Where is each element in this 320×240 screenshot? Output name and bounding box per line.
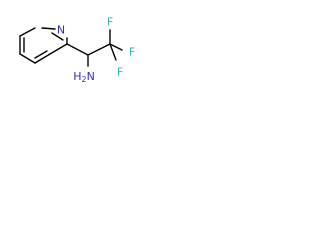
ch-to-cf3-bond xyxy=(87,43,111,56)
ring-bond xyxy=(19,53,36,64)
fluorine-right-label: F xyxy=(129,46,135,59)
amine-label-subscript: 2 xyxy=(81,75,86,84)
amine-label-n: N xyxy=(87,70,95,83)
ring-bond xyxy=(19,27,36,37)
ring-bond xyxy=(41,27,56,30)
molecule-structure: N F F F H2N xyxy=(19,16,135,84)
amine-label-h: H xyxy=(73,70,81,83)
pyridine-ring xyxy=(19,27,68,64)
ring-bond-double-inner xyxy=(34,50,48,59)
amine-label: H2N xyxy=(73,70,95,84)
nitrogen-ring-label: N xyxy=(57,24,65,37)
cf3-to-f-right-bond xyxy=(109,43,123,51)
fluorine-mid-label: F xyxy=(117,66,123,79)
cf3-to-f-mid-bond xyxy=(109,43,117,61)
ring-bond-double-inner xyxy=(51,32,64,41)
ring-bond xyxy=(49,43,68,55)
fluorine-top-label: F xyxy=(107,16,113,29)
side-chain xyxy=(66,29,123,67)
ring-bond xyxy=(34,53,51,64)
ring-to-ch-bond xyxy=(66,43,89,56)
